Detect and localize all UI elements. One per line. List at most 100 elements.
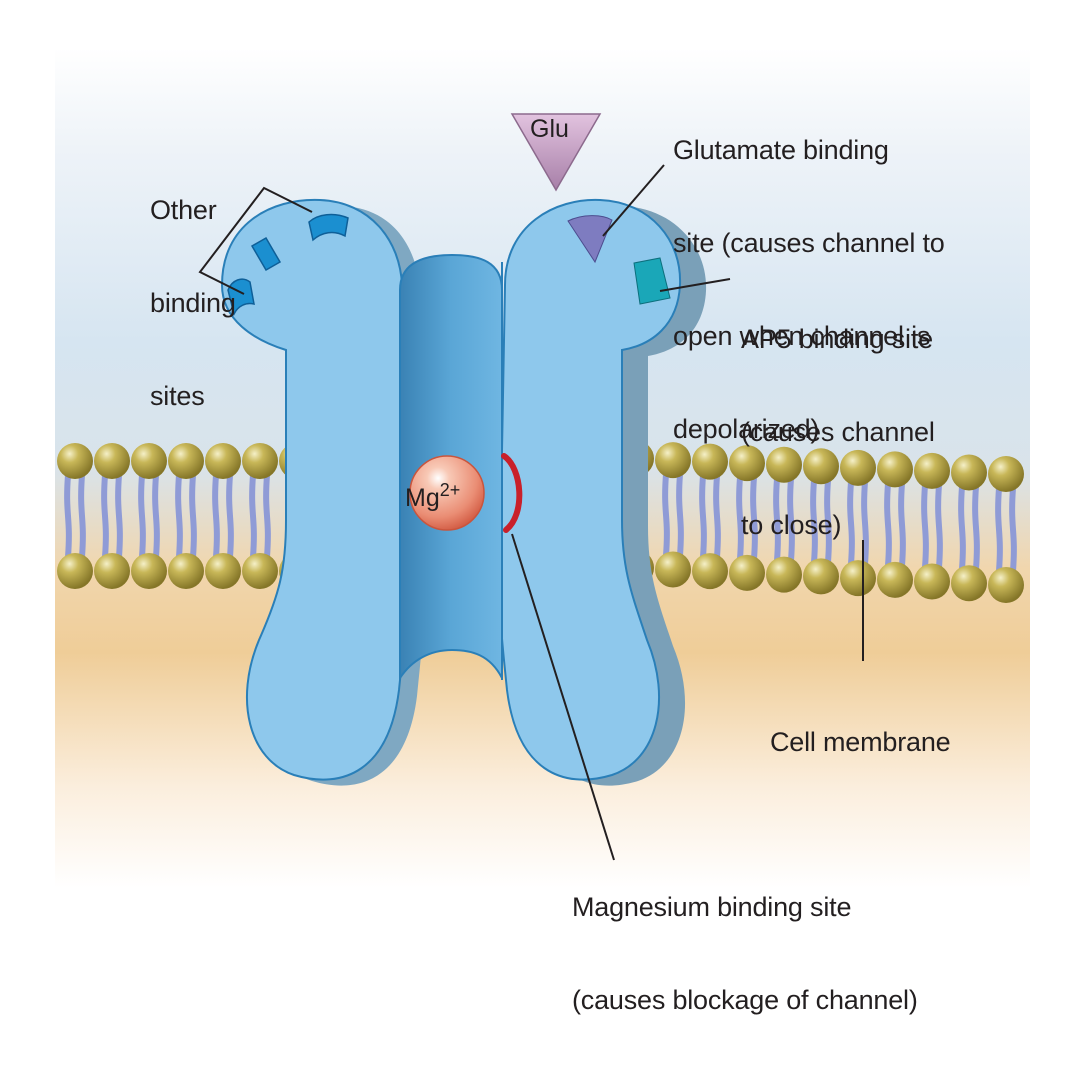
lipid-tail (713, 472, 721, 561)
lipid-tail (699, 472, 707, 561)
label-line: (causes channel (741, 417, 935, 447)
lipid-tail (662, 471, 670, 559)
magnesium-symbol: Mg (405, 484, 440, 512)
lipid-head (766, 556, 802, 593)
lipid-tail (972, 483, 980, 573)
label-line: Cell membrane (770, 727, 951, 757)
magnesium-ion (409, 455, 485, 531)
lipid-head (803, 448, 839, 485)
lipid-head (242, 553, 278, 589)
lipid-tail (958, 483, 966, 573)
lipid-tail (861, 478, 869, 568)
lipid-head (877, 561, 913, 598)
label-line: site (causes channel to (673, 228, 945, 258)
binding-site-3 (227, 278, 255, 317)
lipid-head (242, 443, 278, 479)
label-line: AP5 binding site (741, 324, 933, 354)
lipid-tail (750, 474, 758, 562)
lipid-head (168, 443, 204, 479)
label-line: Other (150, 195, 217, 225)
lipid-tail (898, 480, 906, 569)
magnesium-label: Mg2+ (405, 480, 460, 513)
lipid-head (914, 452, 950, 489)
lipid-head (94, 553, 130, 589)
lipid-head (729, 554, 765, 591)
lipid-tail (152, 472, 160, 560)
lipid-head (692, 553, 728, 590)
lipid-tail (175, 472, 183, 560)
lipid-head (840, 449, 876, 486)
label-line: binding (150, 288, 236, 318)
label-line: Glutamate binding (673, 135, 889, 165)
label-line: to close) (741, 510, 842, 540)
lipid-tail (249, 472, 257, 560)
label-other-binding-sites: Other binding sites (150, 133, 236, 474)
lipid-tail (884, 480, 892, 569)
lipid-head (94, 443, 130, 479)
lipid-head (692, 443, 728, 480)
lipid-tail (935, 481, 943, 571)
receptor-right-subunit (498, 198, 682, 781)
lipid-head (951, 565, 987, 602)
lipid-tail (824, 477, 832, 566)
lipid-tail (189, 472, 197, 560)
leader-lines (198, 164, 864, 861)
nmda-receptor-diagram: Other binding sites Glutamate binding si… (55, 48, 1030, 1015)
lipid-head (988, 456, 1024, 492)
lipid-head (168, 553, 204, 589)
lipid-tail (810, 477, 818, 566)
lipid-head (840, 560, 876, 597)
lipid-head (914, 563, 950, 600)
ap5-site-leader (659, 278, 731, 292)
lipid-head (57, 443, 93, 479)
lipid-head (655, 442, 691, 479)
lipid-head (951, 454, 987, 491)
lipid-head (729, 445, 765, 482)
label-cell-membrane: Cell membrane (770, 665, 951, 820)
lipid-tail (263, 472, 271, 560)
glutamate-site-leader (602, 164, 665, 237)
other-sites-bracket (198, 186, 313, 295)
label-magnesium-binding-site: Magnesium binding site (causes blockage … (572, 830, 918, 1078)
ap5-binding-site (633, 257, 671, 305)
lipid-head (766, 446, 802, 483)
label-line: open when channel is (673, 321, 931, 351)
other-binding-sites (227, 213, 349, 317)
label-line: Magnesium binding site (572, 892, 852, 922)
lipid-head (655, 551, 691, 588)
label-ap5-binding-site: AP5 binding site (causes channel to clos… (741, 262, 935, 603)
lipid-head (205, 553, 241, 589)
label-line: (causes blockage of channel) (572, 985, 918, 1015)
lipid-head (205, 443, 241, 479)
lipid-head (877, 451, 913, 488)
glutamate-molecule (510, 113, 602, 192)
lipid-tail (226, 472, 234, 560)
lipid-head (57, 553, 93, 589)
label-glutamate-binding-site: Glutamate binding site (causes channel t… (673, 73, 945, 507)
label-line: depolarized) (673, 414, 820, 444)
magnesium-binding-site (501, 453, 523, 533)
lipid-head (131, 553, 167, 589)
lipid-tail (736, 474, 744, 562)
diagram-canvas (55, 48, 1030, 888)
magnesium-site-leader (511, 533, 615, 861)
magnesium-charge: 2+ (439, 480, 461, 500)
lipid-head (131, 443, 167, 479)
lipid-tail (78, 472, 86, 560)
lipid-tail (921, 481, 929, 571)
lipid-tail (212, 472, 220, 560)
label-line: sites (150, 381, 205, 411)
receptor-left-subunit (220, 198, 407, 781)
glutamate-binding-site (567, 215, 613, 264)
lipid-tail (138, 472, 146, 560)
binding-site-2 (250, 236, 282, 272)
lipid-tail (787, 475, 795, 564)
lipid-tail (676, 471, 684, 559)
lipid-tail (64, 472, 72, 560)
lipid-tail (847, 478, 855, 568)
binding-site-1 (308, 213, 349, 242)
lipid-tail (115, 472, 123, 560)
lipid-tail (101, 472, 109, 560)
lipid-tail (773, 475, 781, 564)
lipid-head (803, 558, 839, 595)
